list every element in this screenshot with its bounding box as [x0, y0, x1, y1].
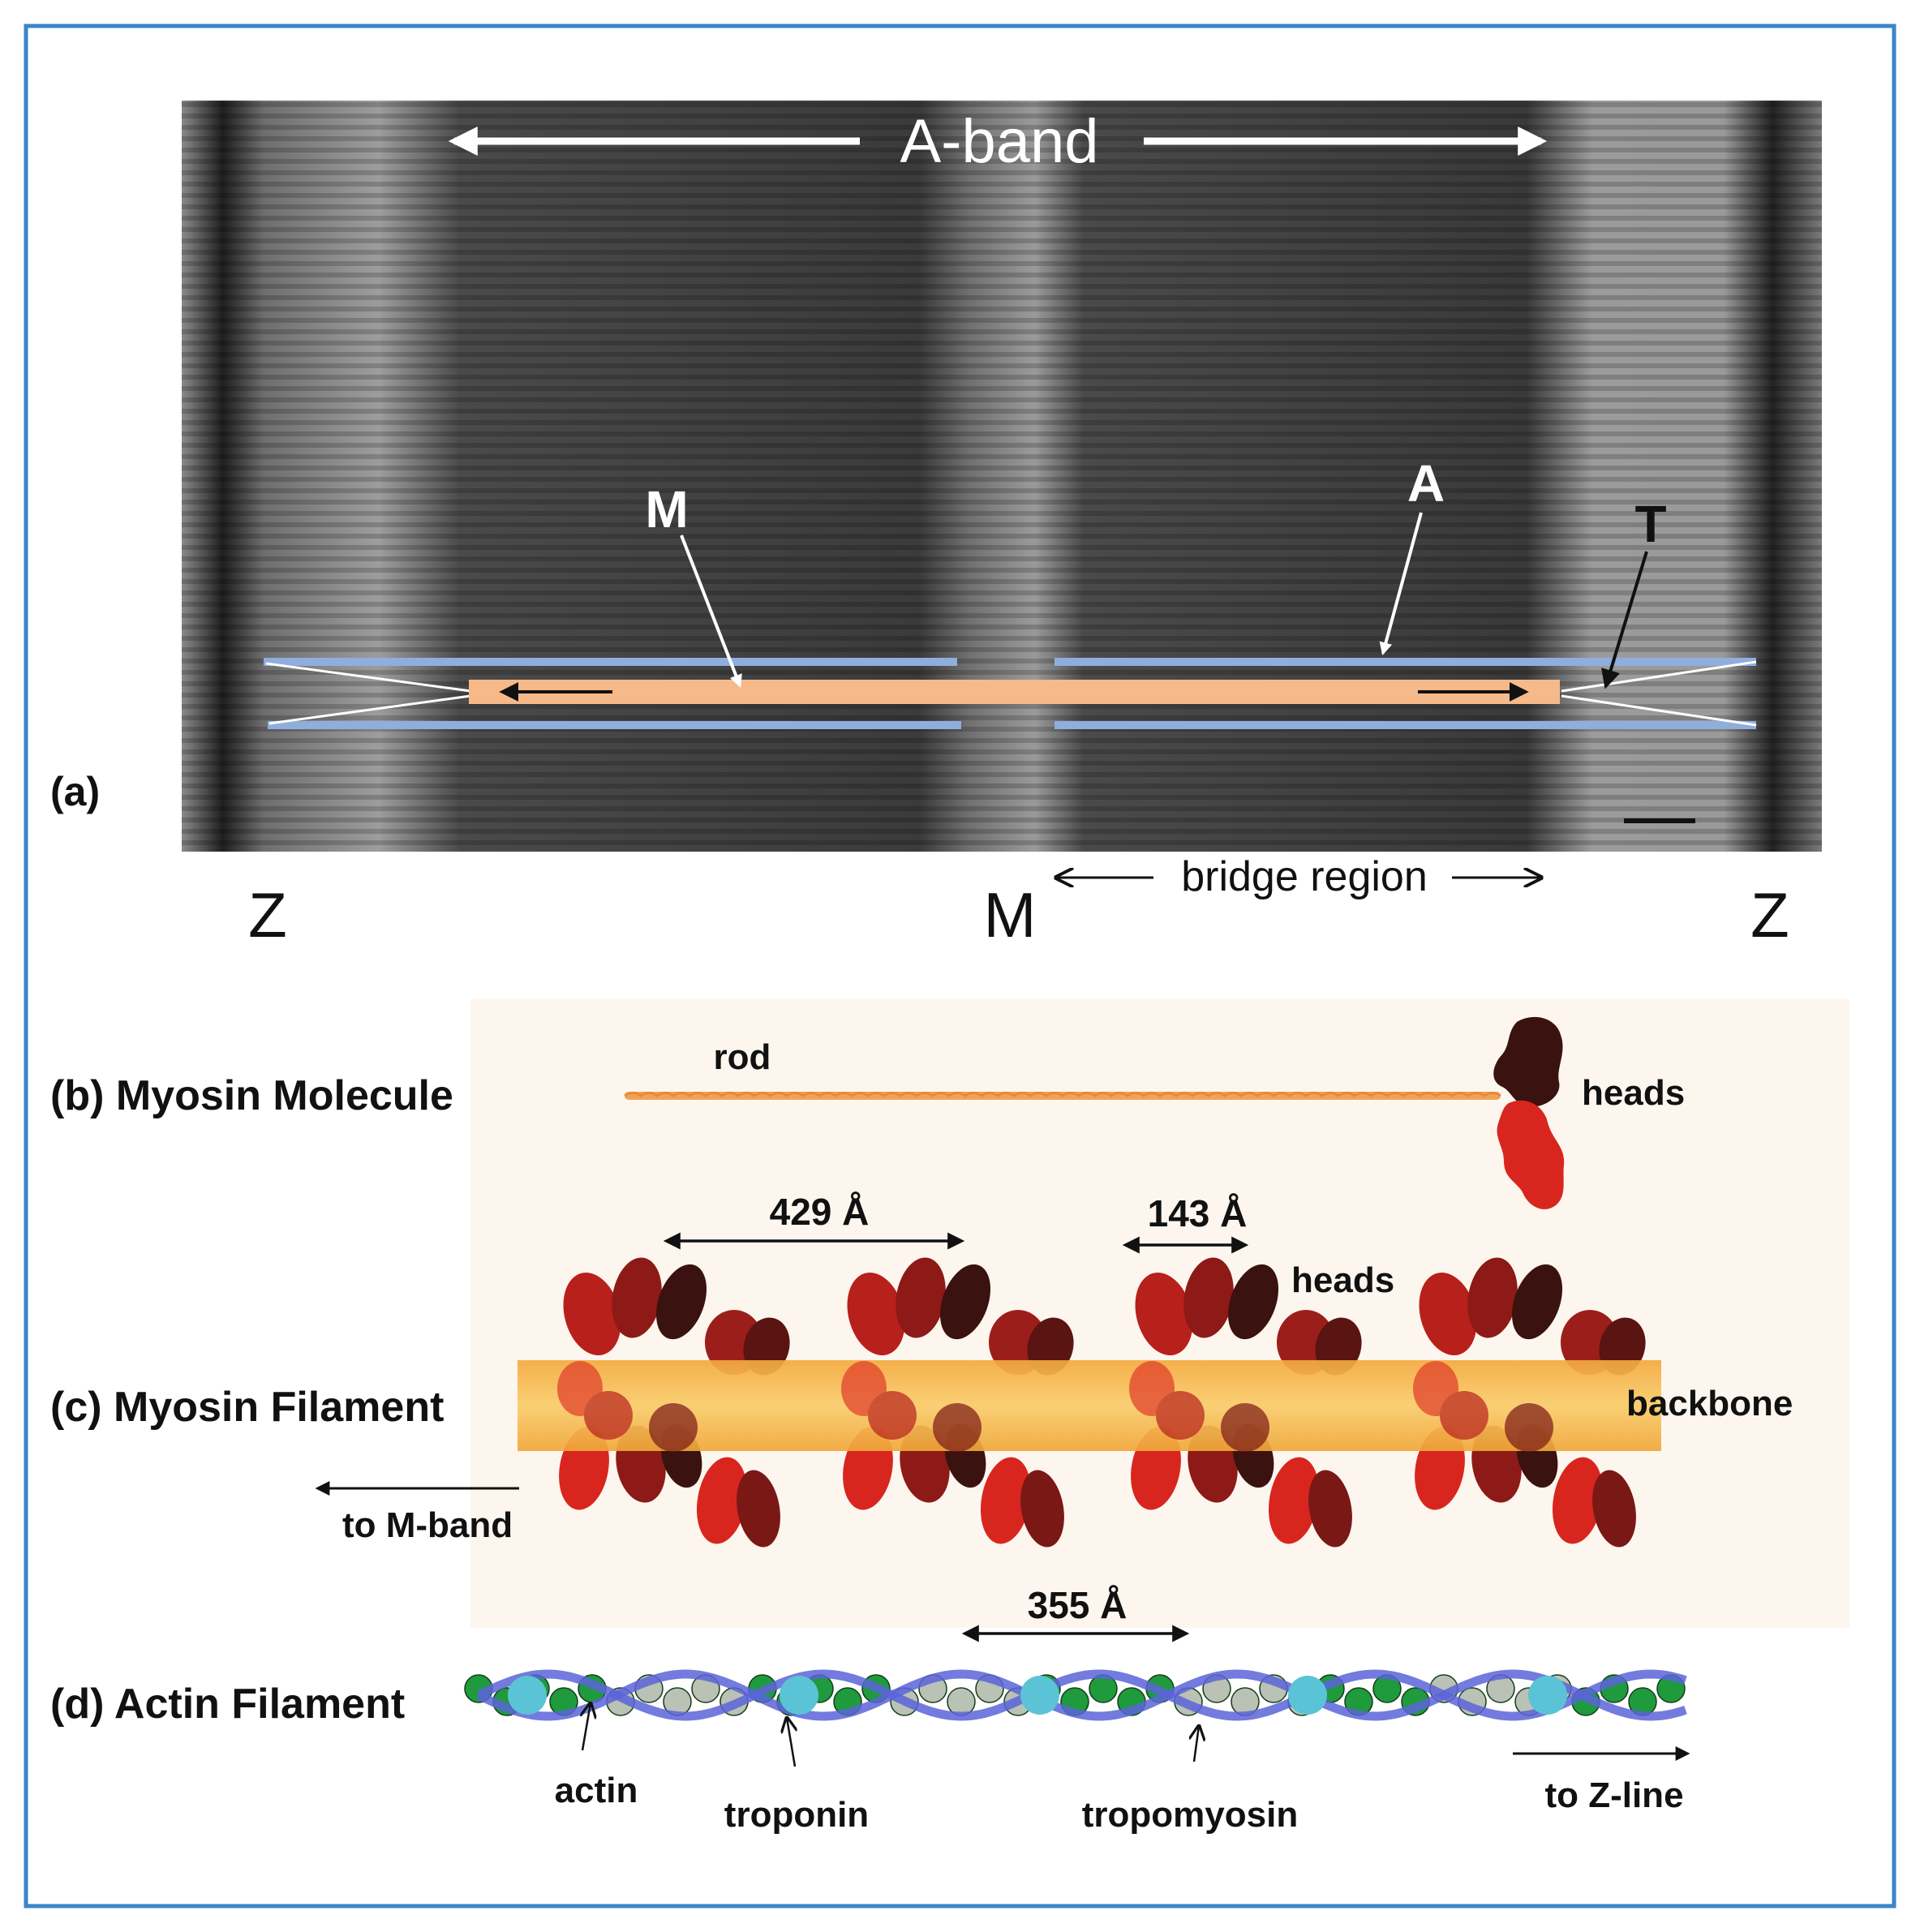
heads-label-b: heads — [1582, 1073, 1685, 1113]
actin-pointers — [582, 1703, 1199, 1767]
troponin-label: troponin — [724, 1795, 869, 1835]
actin-filament — [464, 1669, 1687, 1721]
backbone-label: backbone — [1626, 1384, 1793, 1423]
to-z-line-label: to Z-line — [1544, 1775, 1683, 1815]
myosin-molecule-heads — [1493, 1016, 1565, 1209]
myosin-head-overlap — [1129, 1361, 1269, 1452]
label-m-filament: M — [645, 480, 688, 539]
z-line-left: Z — [248, 879, 287, 951]
label-a-filament: A — [1407, 454, 1445, 513]
troponin-sphere — [780, 1676, 818, 1715]
to-m-band-label: to M-band — [342, 1505, 513, 1545]
micrograph — [182, 101, 1822, 852]
myosin-rod — [624, 1092, 1501, 1100]
tropomyosin-strand — [476, 1669, 1687, 1721]
tropomyosin-label: tropomyosin — [1082, 1795, 1298, 1835]
pointer-t — [1601, 551, 1648, 689]
panel-c-label: (c) Myosin Filament — [50, 1384, 444, 1431]
a-band-label: A-band — [900, 107, 1098, 176]
rod-label: rod — [714, 1037, 771, 1077]
troponin-sphere — [1288, 1676, 1327, 1715]
myosin-head-overlap — [1413, 1361, 1553, 1452]
myosin-head-clusters — [559, 1257, 1646, 1548]
label-t-filament: T — [1634, 495, 1666, 553]
z-line-right: Z — [1750, 879, 1789, 951]
troponin-sphere — [1528, 1676, 1567, 1715]
spacing-429-label: 429 Å — [770, 1191, 870, 1233]
m-line: M — [984, 879, 1037, 951]
troponin-sphere — [1020, 1676, 1059, 1715]
panel-b-label: (b) Myosin Molecule — [50, 1072, 453, 1119]
filament-schematic — [264, 658, 1757, 729]
pointer-a — [1379, 512, 1423, 656]
spacing-355-label: 355 Å — [1028, 1584, 1128, 1626]
myosin-head-overlap — [557, 1361, 698, 1452]
myosin-head-clusters-front — [557, 1361, 1553, 1452]
spacing-143-label: 143 Å — [1148, 1192, 1248, 1234]
panel-d-label: (d) Actin Filament — [50, 1681, 405, 1728]
bridge-region-label: bridge region — [1181, 853, 1428, 900]
pointer-m — [680, 535, 742, 688]
panel-a-label: (a) — [50, 769, 100, 814]
tropomyosin-strand — [476, 1669, 1687, 1721]
heads-label-c: heads — [1291, 1260, 1394, 1300]
myosin-head-overlap — [841, 1361, 981, 1452]
actin-label: actin — [555, 1771, 638, 1810]
troponin-sphere — [508, 1676, 547, 1715]
